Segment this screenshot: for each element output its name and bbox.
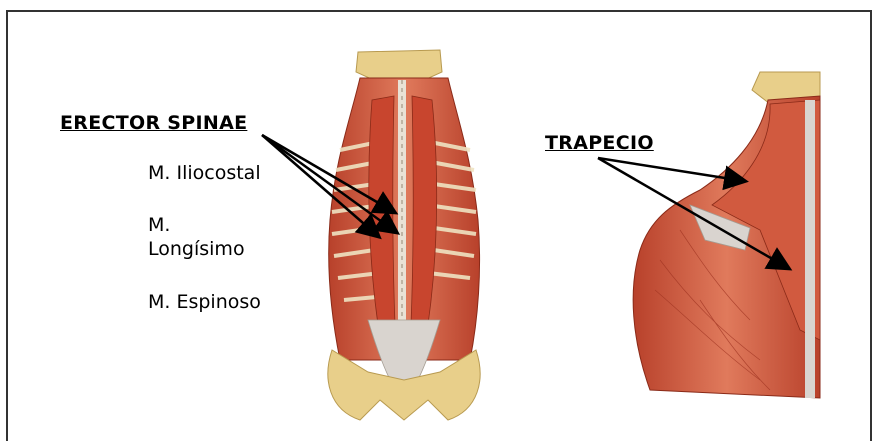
back-muscles-illustration	[328, 50, 480, 420]
erector-spinae-label: ERECTOR SPINAE	[60, 112, 247, 134]
longisimo-label-line1: M.	[148, 213, 170, 237]
trapecio-label: TRAPECIO	[545, 132, 654, 154]
iliocostal-label: M. Iliocostal	[148, 161, 261, 185]
trapezius-illustration	[633, 72, 820, 398]
espinoso-label: M. Espinoso	[148, 290, 261, 314]
longisimo-label-line2: Longísimo	[148, 237, 245, 261]
